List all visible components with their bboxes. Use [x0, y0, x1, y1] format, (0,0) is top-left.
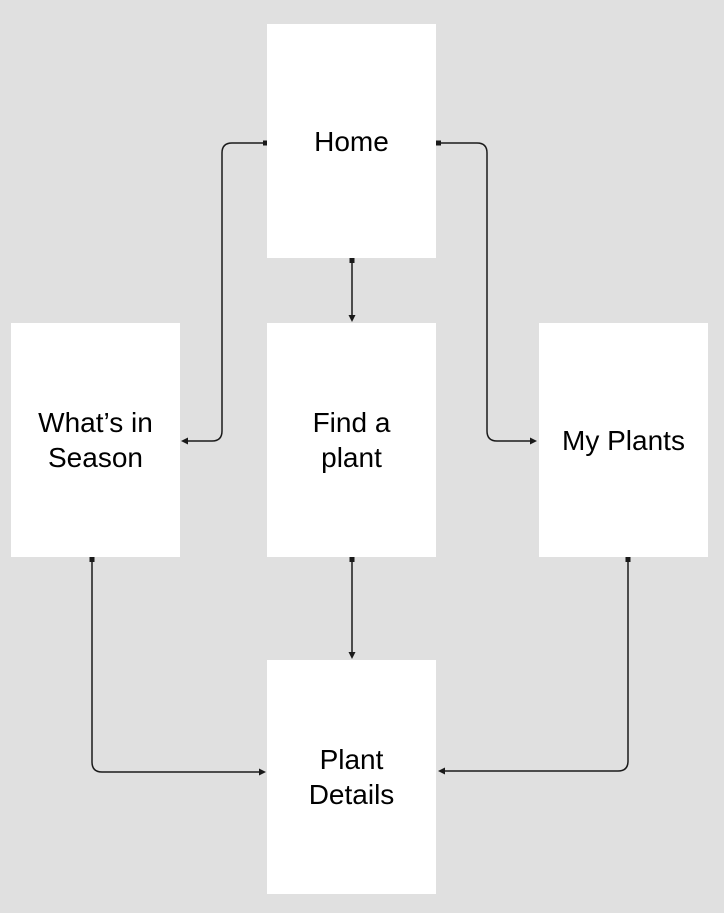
edge-find-a-plant-to-plant-details-arrowhead [348, 652, 356, 659]
edge-home-to-my-plants-arrowhead [530, 437, 537, 445]
edge-my-plants-to-plant-details-arrowhead [438, 767, 445, 775]
edge-whats-in-season-to-plant-details-start-dot [89, 557, 95, 562]
edge-home-to-whats-in-season-line [186, 142, 266, 442]
node-whats-in-season-label: What’s in Season [38, 407, 153, 473]
node-home-label: Home [314, 125, 389, 157]
edge-home-to-find-a-plant-arrowhead [348, 315, 356, 322]
edge-my-plants-to-plant-details-line [444, 559, 629, 772]
node-home: Home [267, 24, 436, 258]
edge-home-to-my-plants-line [438, 142, 531, 442]
node-my-plants: My Plants [539, 323, 708, 557]
edge-home-to-whats-in-season-arrowhead [181, 437, 188, 445]
edge-my-plants-to-plant-details-start-dot [625, 557, 631, 562]
node-plant-details: Plant Details [267, 660, 436, 894]
node-plant-details-label: Plant Details [308, 744, 395, 810]
node-my-plants-label: My Plants [562, 424, 685, 456]
node-find-a-plant: Find a plant [267, 323, 436, 557]
edge-home-to-my-plants-start-dot [436, 140, 441, 146]
edge-find-a-plant-to-plant-details-start-dot [349, 557, 355, 562]
edge-whats-in-season-to-plant-details-arrowhead [259, 768, 266, 776]
node-find-a-plant-label: Find a plant [312, 407, 391, 473]
edge-home-to-find-a-plant-start-dot [349, 258, 355, 263]
node-whats-in-season: What’s in Season [11, 323, 180, 557]
edge-whats-in-season-to-plant-details-line [91, 559, 260, 773]
